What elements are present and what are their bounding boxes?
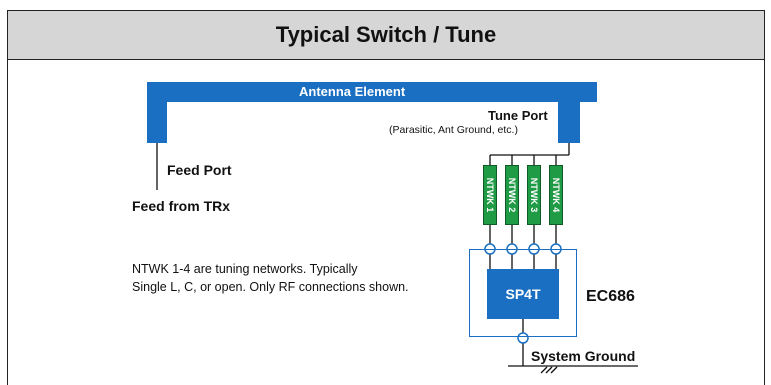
ntwk-1-label: NTWK 1 <box>485 177 495 213</box>
diagram-frame <box>7 10 765 385</box>
note-line-1: NTWK 1-4 are tuning networks. Typically <box>132 262 358 276</box>
antenna-left-leg <box>147 82 167 143</box>
sp4t-switch: SP4T <box>487 269 559 319</box>
diagram-title: Typical Switch / Tune <box>275 22 497 47</box>
antenna-top-bar <box>147 82 597 102</box>
tune-port-subtitle: (Parasitic, Ant Ground, etc.) <box>389 124 518 136</box>
ntwk-3: NTWK 3 <box>527 165 541 225</box>
tune-port-label: Tune Port <box>488 108 548 123</box>
feed-from-trx-label: Feed from TRx <box>132 198 231 214</box>
antenna-label: Antenna Element <box>299 84 406 99</box>
ntwk-2-label: NTWK 2 <box>507 177 517 213</box>
ntwk-4-label: NTWK 4 <box>551 177 561 213</box>
note-line-2: Single L, C, or open. Only RF connection… <box>132 280 409 294</box>
feed-port-label: Feed Port <box>167 162 232 178</box>
part-number-label: EC686 <box>586 288 635 305</box>
ntwk-4: NTWK 4 <box>549 165 563 225</box>
ec686-package-outline <box>469 249 577 337</box>
antenna-right-leg <box>558 102 580 143</box>
ntwk-2: NTWK 2 <box>505 165 519 225</box>
ntwk-3-label: NTWK 3 <box>529 177 539 213</box>
system-ground-label: System Ground <box>531 348 636 364</box>
ntwk-1: NTWK 1 <box>483 165 497 225</box>
header-band <box>8 11 764 60</box>
